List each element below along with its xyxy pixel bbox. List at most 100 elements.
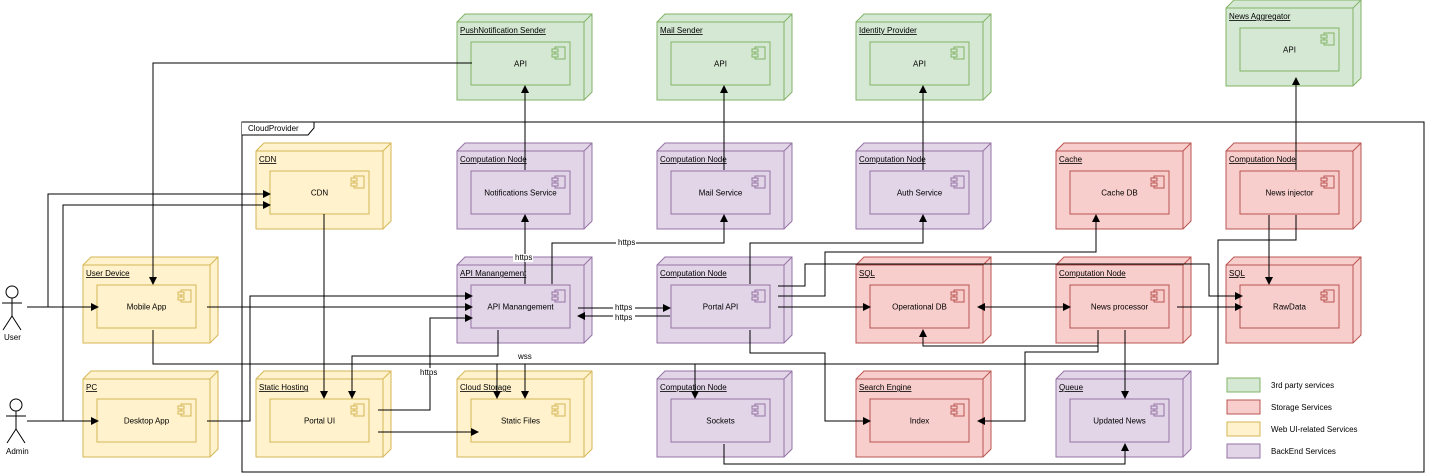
component-label: Cache DB [1101,189,1137,198]
node-title: CDN [259,155,277,164]
legend-label: Web UI-related Services [1271,425,1358,434]
legend-label: BackEnd Services [1271,447,1336,456]
component-portalapi: Portal API [670,284,771,329]
node-title: News Aggregator [1229,12,1291,21]
component-icon [350,175,365,189]
component-notif: Notifications Service [470,170,571,215]
component-label: Notifications Service [484,189,557,198]
edge-label-wss: wss [517,352,532,361]
component-label: API [913,60,926,69]
component-pc: Desktop App [96,398,197,443]
component-label: API Manangement [487,303,554,312]
cloud-provider-label: CloudProvider [248,124,299,133]
component-idp: API [869,41,970,86]
component-mailsvc: Mail Service [670,170,771,215]
component-icon [950,289,965,303]
component-icon [551,289,566,303]
node-title: Computation Node [859,155,926,164]
component-label: Auth Service [897,189,943,198]
component-icon [751,289,766,303]
edge-portalapi-to-rawdata [778,263,1243,300]
component-icon [950,403,965,417]
edges-layer [27,62,1300,465]
edge-portalapi-to-auth [749,214,927,284]
edge-portalapi-to-cache [778,214,1100,297]
legend-label: Storage Services [1271,403,1332,412]
node-sql: SQL Operational DB [855,256,992,344]
edge-push-to-mobile [149,62,472,285]
component-icon [1320,289,1335,303]
edge-sockets-to-queue [723,443,1129,465]
edge-desktop-to-apim [207,292,473,422]
component-label: Index [910,417,930,426]
node-sql2: SQL RawData [1225,256,1362,344]
legend-label: 3rd party services [1271,381,1334,390]
edge-processor-up-opdb [919,329,1099,347]
node-title: Computation Node [1229,155,1296,164]
legend-item: 3rd party services [1226,377,1334,393]
node-title: Cache [1059,155,1083,164]
component-news-agg: API [1239,27,1340,72]
node-title: SQL [859,269,876,278]
component-icon [950,175,965,189]
edge-apim-to-portalui [348,330,499,399]
component-icon [551,46,566,60]
component-label: Mobile App [127,303,167,312]
component-icon [1150,175,1165,189]
component-userdev: Mobile App [96,284,197,329]
component-processor: News processor [1069,284,1170,329]
legend-swatch [1226,443,1261,459]
component-icon [177,403,192,417]
actor-user-label: User [4,333,21,342]
component-icon [551,175,566,189]
component-label: Portal UI [304,417,335,426]
component-label: API [714,60,727,69]
node-title: Computation Node [460,155,527,164]
component-label: Portal API [703,303,739,312]
component-apim: API Manangement [470,284,571,329]
component-push: API [470,41,571,86]
component-icon [751,175,766,189]
edge-label-https-1: https [615,303,632,312]
edge-label-https-notif: https [515,253,532,262]
component-icon [177,289,192,303]
node-title: Mail Sender [660,26,703,35]
legend-swatch [1226,421,1261,437]
component-icon [751,46,766,60]
component-sql: Operational DB [869,284,970,329]
node-title: Computation Node [660,155,727,164]
component-icon [751,403,766,417]
component-icon [1150,289,1165,303]
component-icon [1320,32,1335,46]
node-title: Cloud Storage [460,383,512,392]
component-icon [1150,403,1165,417]
component-sockets: Sockets [670,398,771,443]
node-title: Identity Provider [859,26,917,35]
component-injector: News injector [1239,170,1340,215]
edge-label-https-ui: https [420,368,437,377]
component-label: API [1283,46,1296,55]
node-title: Search Engine [859,383,912,392]
edge-rawdata-to-staticfiles [521,363,1218,399]
component-label: Mail Service [699,189,743,198]
actor-admin-label: Admin [6,447,29,456]
component-label: RawData [1273,303,1306,312]
component-label: Desktop App [124,417,170,426]
node-title: SQL [1229,269,1246,278]
edge-portalapi-to-index [749,330,871,425]
